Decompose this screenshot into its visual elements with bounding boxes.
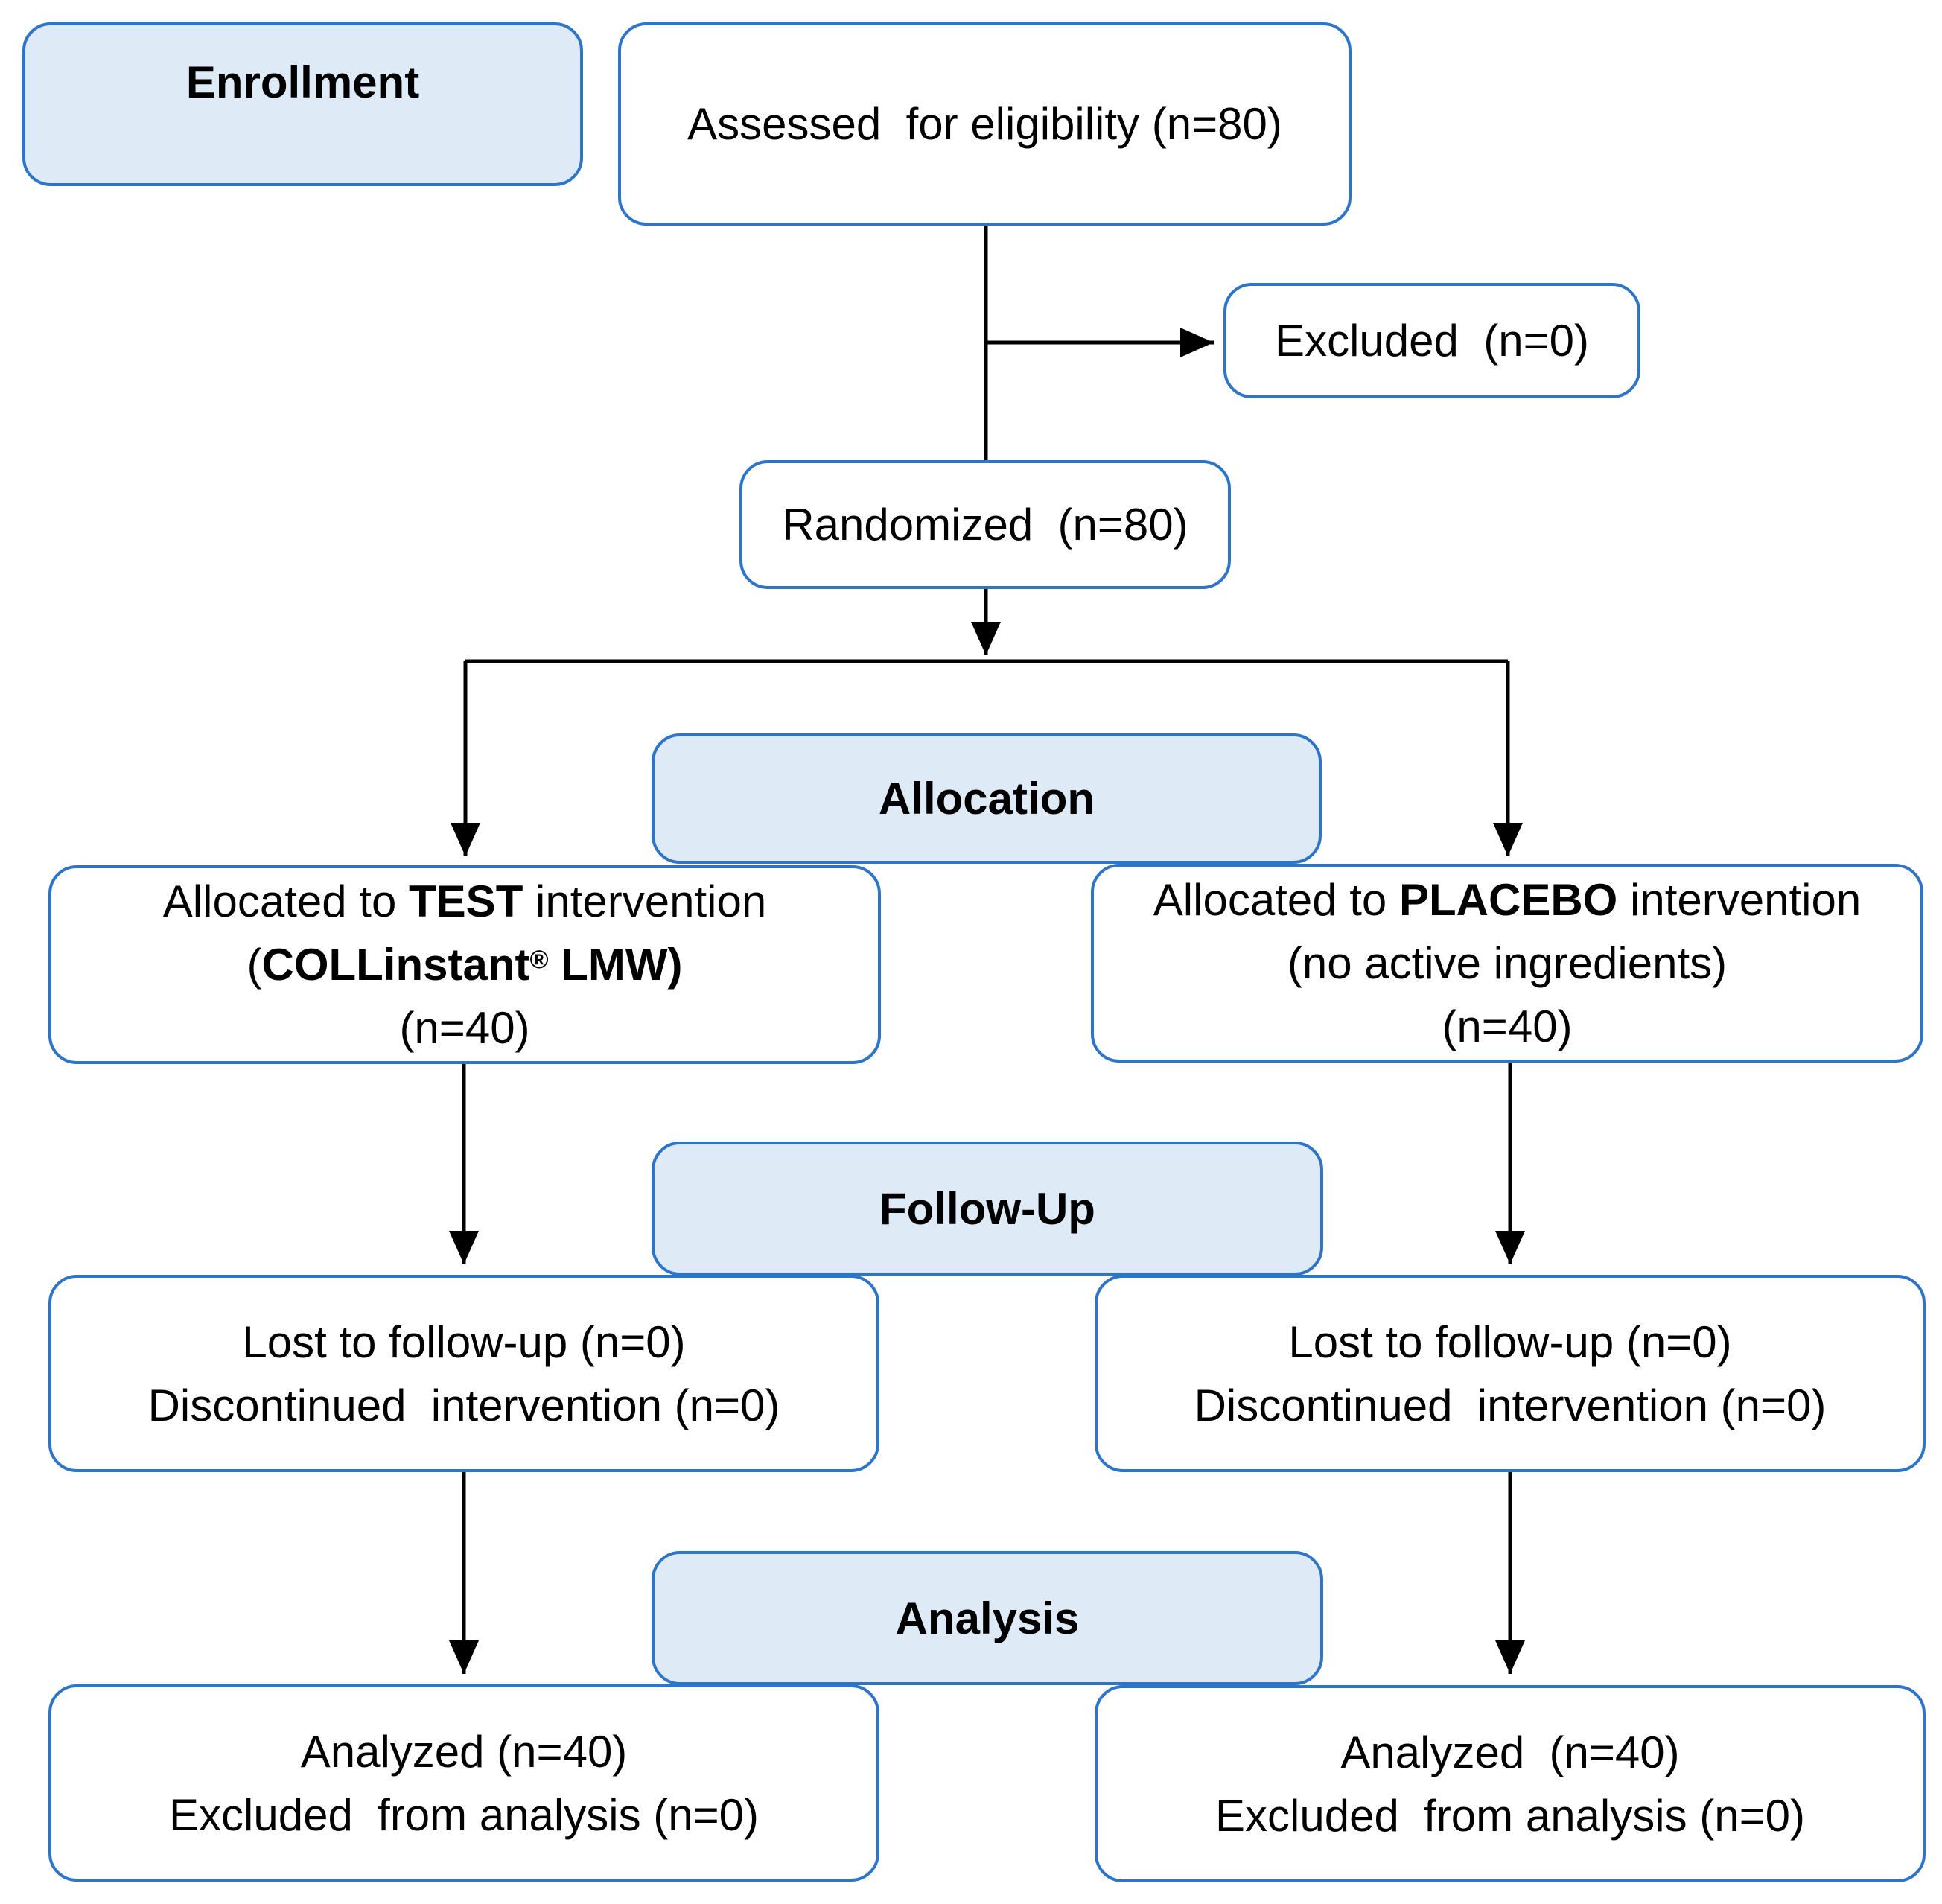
placebo-allocation-prefix: Allocated to [1153,875,1399,925]
stage-follow-up-label: Follow-Up [879,1183,1095,1234]
placebo-discontinued: Discontinued intervention (n=0) [1194,1380,1827,1430]
test-product-open: ( [246,940,262,990]
stage-allocation-label: Allocation [878,774,1095,824]
placebo-analyzed: Analyzed (n=40) [1340,1727,1680,1777]
placebo-allocation-line: Allocated to PLACEBO intervention [1153,868,1861,932]
placebo-analysis-box: Analyzed (n=40) Excluded from analysis (… [1095,1685,1926,1882]
test-allocation-n: (n=40) [399,1003,530,1053]
stage-enrollment: Enrollment [22,22,583,186]
placebo-detail: (no active ingredients) [1287,938,1728,988]
randomized-text: Randomized (n=80) [782,500,1188,550]
test-product-rest: LMW) [548,940,683,990]
stage-analysis-label: Analysis [895,1593,1080,1643]
registered-mark: ® [529,946,549,974]
excluded-box: Excluded (n=0) [1223,283,1640,398]
test-analyzed: Analyzed (n=40) [300,1726,628,1777]
test-product-name: COLLinstant [261,940,530,990]
test-allocation-prefix: Allocated to [162,876,409,926]
stage-allocation: Allocation [652,733,1322,864]
placebo-lost-followup: Lost to follow-up (n=0) [1288,1316,1732,1367]
placebo-allocation-box: Allocated to PLACEBO intervention (no ac… [1091,864,1923,1063]
placebo-allocation-n: (n=40) [1442,1002,1573,1051]
stage-enrollment-label: Enrollment [185,57,420,107]
test-allocation-line: Allocated to TEST intervention [163,870,766,933]
assessed-text: Assessed for eligibility (n=80) [687,99,1282,149]
placebo-allocation-suffix: intervention [1617,875,1862,925]
stage-follow-up: Follow-Up [652,1142,1323,1276]
placebo-group-name: PLACEBO [1398,875,1618,925]
excluded-text: Excluded (n=0) [1275,316,1589,366]
stage-analysis: Analysis [652,1551,1323,1685]
test-discontinued: Discontinued intervention (n=0) [147,1380,780,1430]
test-product-line: (COLLinstant® LMW) [247,933,683,996]
test-excluded-analysis: Excluded from analysis (n=0) [168,1789,759,1840]
test-followup-box: Lost to follow-up (n=0) Discontinued int… [48,1275,879,1472]
randomized-box: Randomized (n=80) [739,460,1231,589]
test-group-name: TEST [409,876,523,926]
test-lost-followup: Lost to follow-up (n=0) [242,1316,686,1367]
test-analysis-box: Analyzed (n=40) Excluded from analysis (… [48,1684,879,1882]
placebo-excluded-analysis: Excluded from analysis (n=0) [1214,1790,1805,1841]
test-allocation-suffix: intervention [523,876,767,926]
placebo-followup-box: Lost to follow-up (n=0) Discontinued int… [1095,1275,1926,1472]
assessed-box: Assessed for eligibility (n=80) [618,22,1352,226]
test-allocation-box: Allocated to TEST intervention (COLLinst… [48,865,881,1064]
